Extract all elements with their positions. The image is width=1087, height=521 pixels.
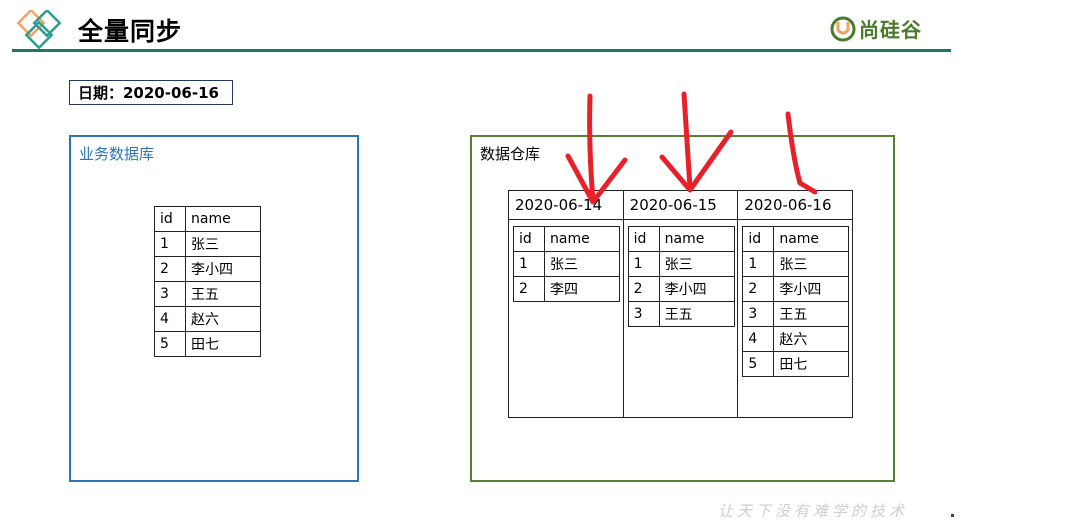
table-row: 3 王五	[627, 301, 735, 327]
cell-id: 2	[154, 256, 186, 282]
partition-column: 2020-06-15 id name 1 张三 2 李小四 3 王五	[623, 191, 739, 417]
column-header-name: name	[185, 206, 261, 232]
partition-date: 2020-06-14	[509, 191, 623, 220]
table-row: 5 田七	[154, 331, 261, 357]
cell-name: 李小四	[658, 276, 735, 302]
partition-column: 2020-06-16 id name 1 张三 2 李小四 3 王五 4 赵六	[738, 191, 853, 417]
table-header-row: id name	[513, 226, 620, 252]
column-header-name: name	[544, 226, 620, 252]
cell-name: 田七	[773, 351, 850, 377]
cell-id: 3	[627, 301, 660, 327]
cell-name: 张三	[185, 231, 261, 257]
cell-id: 2	[742, 276, 775, 302]
corner-dot	[951, 514, 954, 517]
column-header-name: name	[773, 226, 850, 252]
cell-id: 4	[742, 326, 775, 352]
cell-name: 李小四	[185, 256, 261, 282]
table-row: 2 李小四	[742, 276, 850, 302]
slide-title: 全量同步	[78, 17, 183, 46]
column-header-id: id	[154, 206, 186, 232]
diamond-logo-icon	[16, 10, 62, 50]
table-row: 2 李四	[513, 276, 620, 302]
date-label: 日期：2020-06-16	[69, 80, 233, 105]
cell-id: 1	[627, 251, 660, 277]
cell-id: 1	[513, 251, 545, 277]
table-row: 1 张三	[513, 251, 620, 277]
brand-logo: 尚硅谷	[830, 14, 922, 43]
cell-name: 李小四	[773, 276, 850, 302]
cell-id: 3	[742, 301, 775, 327]
column-header-id: id	[513, 226, 545, 252]
table-row: 4 赵六	[742, 326, 850, 352]
brand-name: 尚硅谷	[859, 18, 922, 42]
cell-name: 李四	[544, 276, 620, 302]
cell-name: 王五	[185, 281, 261, 307]
table-row: 3 王五	[742, 301, 850, 327]
table-row: 1 张三	[154, 231, 261, 257]
cell-id: 1	[154, 231, 186, 257]
header-divider	[12, 49, 951, 52]
partition-table: id name 1 张三 2 李小四 3 王五	[627, 226, 735, 327]
cell-name: 赵六	[773, 326, 850, 352]
partition-table: id name 1 张三 2 李四	[513, 226, 620, 302]
cell-name: 田七	[185, 331, 261, 357]
business-db-label: 业务数据库	[79, 145, 155, 163]
cell-name: 张三	[773, 251, 850, 277]
table-row: 5 田七	[742, 351, 850, 377]
table-row: 1 张三	[627, 251, 735, 277]
footer-slogan: 让天下没有难学的技术	[718, 502, 909, 520]
cell-name: 张三	[658, 251, 735, 277]
business-db-table: id name 1 张三 2 李小四 3 王五 4 赵六 5 田七	[154, 206, 261, 357]
table-header-row: id name	[154, 206, 261, 232]
column-header-name: name	[658, 226, 735, 252]
table-row: 4 赵六	[154, 306, 261, 332]
partition-column: 2020-06-14 id name 1 张三 2 李四	[509, 191, 624, 417]
brand-u-icon	[830, 16, 856, 41]
cell-name: 赵六	[185, 306, 261, 332]
cell-id: 4	[154, 306, 186, 332]
table-row: 2 李小四	[627, 276, 735, 302]
cell-id: 2	[627, 276, 660, 302]
table-header-row: id name	[627, 226, 735, 252]
partition-grid: 2020-06-14 id name 1 张三 2 李四 2020-06-15 …	[508, 190, 853, 418]
data-warehouse-label: 数据仓库	[480, 145, 541, 163]
cell-id: 3	[154, 281, 186, 307]
cell-id: 5	[742, 351, 775, 377]
partition-date: 2020-06-16	[738, 191, 853, 220]
cell-id: 2	[513, 276, 545, 302]
cell-id: 1	[742, 251, 775, 277]
cell-name: 王五	[773, 301, 850, 327]
partition-table: id name 1 张三 2 李小四 3 王五 4 赵六 5 田七	[742, 226, 850, 377]
table-row: 1 张三	[742, 251, 850, 277]
column-header-id: id	[742, 226, 775, 252]
table-header-row: id name	[742, 226, 850, 252]
table-row: 3 王五	[154, 281, 261, 307]
business-db-panel: 业务数据库	[69, 135, 359, 482]
table-row: 2 李小四	[154, 256, 261, 282]
cell-name: 王五	[658, 301, 735, 327]
cell-name: 张三	[544, 251, 620, 277]
column-header-id: id	[627, 226, 660, 252]
partition-date: 2020-06-15	[623, 191, 738, 220]
cell-id: 5	[154, 331, 186, 357]
